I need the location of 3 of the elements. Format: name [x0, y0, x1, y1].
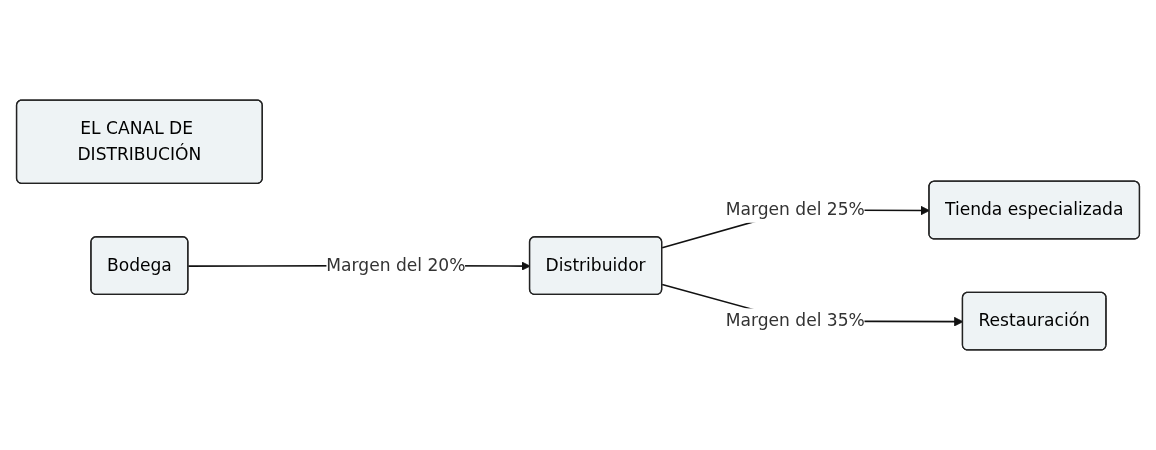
edge-label: Margen del 25%: [725, 199, 865, 220]
edge-label: Margen del 35%: [725, 310, 865, 331]
edge-label: Margen del 20%: [326, 254, 466, 276]
